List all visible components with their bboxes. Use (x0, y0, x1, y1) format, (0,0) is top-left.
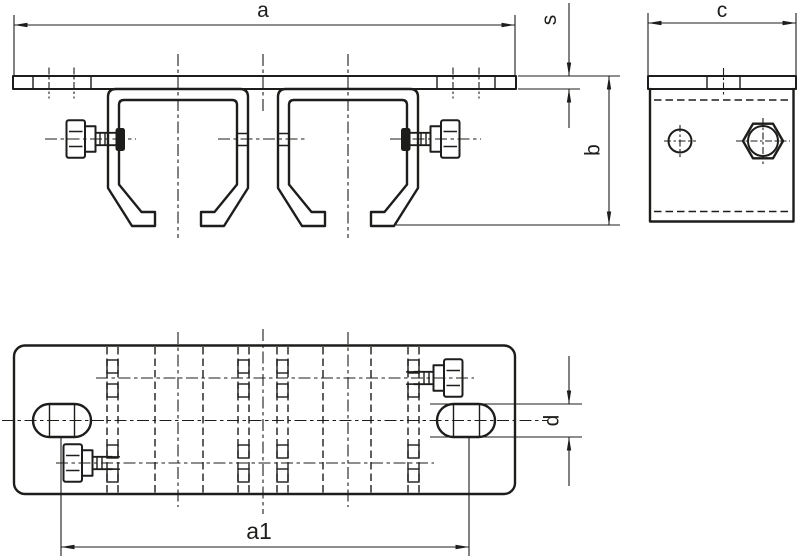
arrowhead (501, 22, 515, 28)
dimension-b-label: b (582, 144, 605, 156)
arrowhead (566, 62, 572, 76)
dimension-a-label: a (257, 0, 269, 22)
dimension-a: a (13, 0, 516, 75)
dimension-a1: a1 (60, 437, 470, 556)
arrowhead (566, 390, 572, 404)
arrowhead (566, 89, 572, 103)
centerline (177, 54, 349, 238)
rail-clamp-left (67, 89, 249, 226)
side-plate-edge (647, 68, 797, 97)
top-bolt-right (402, 358, 464, 398)
ceiling-plate-edge (12, 67, 517, 99)
dimension-a1-label: a1 (246, 518, 272, 544)
hidden-rail-edge (154, 347, 372, 493)
arrowhead (782, 20, 796, 26)
arrowhead (606, 76, 612, 90)
dimension-b: b (396, 76, 620, 226)
rail-clamp-right (278, 89, 460, 226)
arrowhead (61, 544, 75, 550)
dimension-s: s (518, 3, 620, 128)
side-view: c (647, 0, 797, 223)
dimension-d-label: d (541, 415, 564, 427)
front-view: a s b (12, 0, 620, 238)
mounting-plate (12, 344, 517, 496)
side-hole (664, 125, 696, 157)
dimension-s-label: s (538, 15, 561, 26)
arrowhead (455, 544, 469, 550)
arrowhead (648, 20, 662, 26)
centerline (2, 329, 548, 514)
arrowhead (14, 22, 28, 28)
dimension-d: d (430, 356, 582, 486)
arrowhead (566, 437, 572, 451)
top-view: a1 d (2, 329, 582, 556)
arrowhead (606, 211, 612, 225)
dimension-c-label: c (717, 0, 728, 22)
dimension-c: c (647, 0, 797, 75)
top-bolt-left (62, 443, 124, 483)
side-body (648, 87, 795, 223)
side-hex-bolt-head (736, 118, 790, 164)
